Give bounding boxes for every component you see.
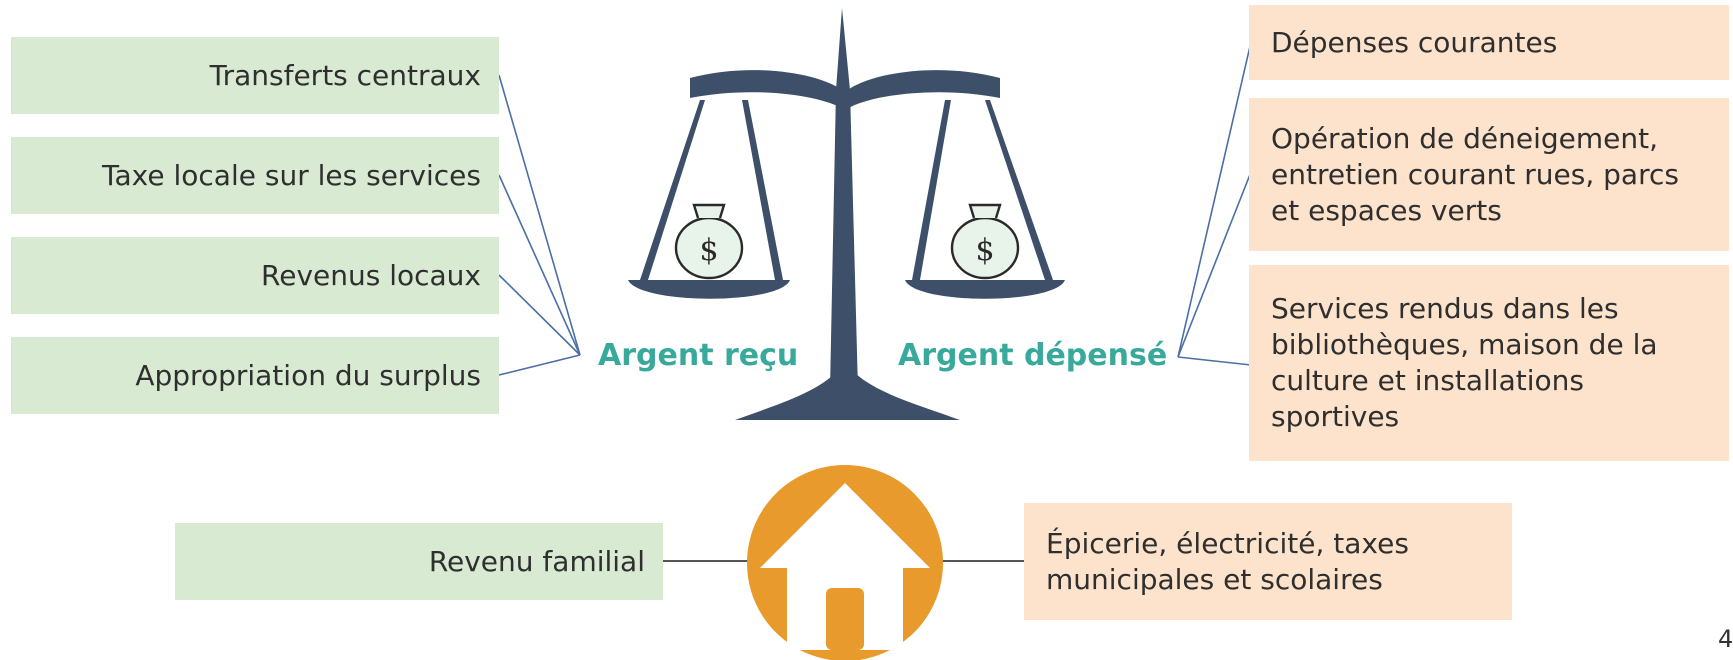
received-item-surplus: Appropriation du surplus <box>11 337 499 414</box>
received-item-revenus-locaux: Revenus locaux <box>11 237 499 314</box>
house-icon <box>747 465 943 660</box>
connector-line <box>498 74 581 356</box>
spent-title: Argent dépensé <box>898 338 1168 373</box>
received-item-label: Taxe locale sur les services <box>102 158 481 192</box>
received-item-transferts: Transferts centraux <box>11 37 499 114</box>
received-title: Argent reçu <box>598 338 799 373</box>
spent-item-label: Dépenses courantes <box>1271 25 1558 59</box>
page-number: 4 <box>1718 625 1733 653</box>
svg-text:$: $ <box>975 233 994 268</box>
family-expense-label: Épicerie, électricité, taxes municipales… <box>1046 526 1409 596</box>
connector-line <box>498 354 581 376</box>
connector-line <box>1177 41 1252 358</box>
connector-line <box>1177 356 1252 366</box>
received-item-label: Revenus locaux <box>261 258 481 292</box>
family-income-box: Revenu familial <box>175 523 663 600</box>
received-item-label: Transferts centraux <box>209 58 481 92</box>
received-item-taxe-locale: Taxe locale sur les services <box>11 137 499 214</box>
spent-item-label: Opération de déneigement, entretien cour… <box>1271 121 1679 227</box>
received-item-label: Appropriation du surplus <box>135 358 481 392</box>
family-expense-box: Épicerie, électricité, taxes municipales… <box>1024 503 1512 620</box>
money-bag-icon: $ <box>674 203 744 280</box>
spent-item-label: Services rendus dans les bibliothèques, … <box>1271 292 1658 433</box>
spent-item-deneigement: Opération de déneigement, entretien cour… <box>1249 98 1729 251</box>
family-income-label: Revenu familial <box>428 544 645 578</box>
spent-item-depenses-courantes: Dépenses courantes <box>1249 5 1729 80</box>
received-connectors <box>498 74 581 376</box>
spent-item-services: Services rendus dans les bibliothèques, … <box>1249 265 1729 461</box>
svg-text:$: $ <box>699 233 718 268</box>
connector-line <box>498 174 581 356</box>
connector-line <box>498 274 581 356</box>
balance-scale-icon <box>628 8 1065 420</box>
spent-connectors <box>1177 41 1252 366</box>
money-bag-icon: $ <box>950 203 1020 280</box>
connector-line <box>1177 171 1252 358</box>
